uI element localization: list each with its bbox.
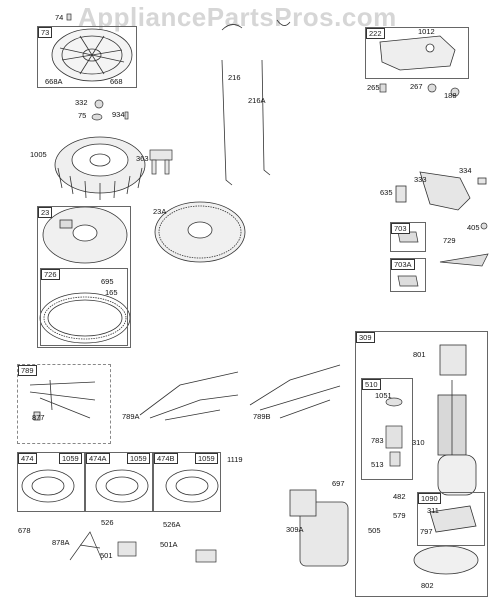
callout-526: 526 [101, 518, 114, 527]
callout-482: 482 [393, 492, 406, 501]
callout-334: 334 [459, 166, 472, 175]
group-box-222 [365, 27, 469, 79]
callout-216: 216 [228, 73, 241, 82]
solenoid-clips [397, 222, 489, 287]
group-label-474a: 474A [86, 453, 110, 464]
starter-drive [385, 397, 403, 467]
callout-789a: 789A [122, 412, 140, 421]
group-label-1059-a: 1059 [59, 453, 82, 464]
wiring-harness [29, 379, 96, 421]
callout-188: 188 [444, 91, 457, 100]
callout-789b: 789B [253, 412, 271, 421]
starter-motor-parts [413, 344, 479, 575]
small-hardware [379, 83, 460, 97]
starter-motor [289, 489, 349, 567]
bolt-icons [66, 13, 129, 121]
group-box-474a [85, 452, 153, 512]
callout-678: 678 [18, 526, 31, 535]
group-box-474 [17, 452, 85, 512]
group-label-510: 510 [362, 379, 381, 390]
harness-789a [139, 371, 239, 421]
group-label-73: 73 [38, 27, 53, 38]
callout-1051: 1051 [375, 391, 392, 400]
group-label-703a: 703A [391, 259, 415, 270]
group-label-1059-c: 1059 [195, 453, 218, 464]
group-label-726: 726 [41, 269, 60, 280]
flywheel-with-ring-gear [154, 201, 246, 263]
flywheel [42, 206, 128, 264]
callout-332: 332 [75, 98, 88, 107]
group-box-23 [37, 206, 131, 348]
group-label-789: 789 [18, 365, 37, 376]
callout-1005: 1005 [30, 150, 47, 159]
callout-797: 797 [420, 527, 433, 536]
alternator-coils [21, 469, 219, 503]
group-box-726 [40, 268, 128, 346]
group-label-1090: 1090 [418, 493, 441, 504]
callout-267: 267 [410, 82, 423, 91]
cooling-fan [54, 136, 146, 200]
callout-877: 877 [32, 413, 45, 422]
callout-75: 75 [78, 111, 87, 120]
group-label-309: 309 [356, 332, 375, 343]
rectifier-and-wires [69, 531, 217, 563]
group-label-23: 23 [38, 207, 53, 218]
group-label-222: 222 [366, 28, 385, 39]
governor-links [221, 19, 291, 186]
callout-363: 363 [136, 154, 149, 163]
callout-801: 801 [413, 350, 426, 359]
callout-23a: 23A [153, 207, 167, 216]
callout-74: 74 [55, 13, 64, 22]
group-box-510 [361, 378, 413, 480]
callout-783: 783 [371, 436, 384, 445]
callout-697: 697 [332, 479, 345, 488]
callout-668a: 668A [45, 77, 63, 86]
callout-405: 405 [467, 223, 480, 232]
callout-311: 311 [427, 506, 439, 515]
group-box-703 [390, 222, 426, 252]
harness-789b [249, 364, 341, 419]
ignition-bracket [149, 149, 173, 175]
callout-1119: 1119 [227, 455, 243, 464]
callout-501: 501 [100, 551, 113, 560]
callout-878a: 878A [52, 538, 70, 547]
group-box-309 [355, 331, 488, 597]
callout-333: 333 [414, 175, 427, 184]
group-box-73 [37, 26, 137, 88]
group-label-703: 703 [391, 223, 410, 234]
callout-513: 513 [371, 460, 384, 469]
group-label-474b: 474B [154, 453, 178, 464]
callout-729: 729 [443, 236, 456, 245]
callout-216a: 216A [248, 96, 266, 105]
control-bracket [379, 35, 456, 71]
callout-505: 505 [368, 526, 381, 535]
group-box-1090 [417, 492, 485, 546]
callout-165: 165 [105, 288, 118, 297]
group-box-474b [153, 452, 221, 512]
callout-265: 265 [367, 83, 380, 92]
callout-579: 579 [393, 511, 406, 520]
group-label-474: 474 [18, 453, 37, 464]
callout-695: 695 [101, 277, 114, 286]
callout-1012: 1012 [418, 27, 435, 36]
callout-635: 635 [380, 188, 393, 197]
group-label-1059-b: 1059 [127, 453, 150, 464]
flywheel-screen [51, 28, 133, 82]
callout-934: 934 [112, 110, 125, 119]
callout-309a: 309A [286, 525, 304, 534]
callout-310: 310 [412, 438, 425, 447]
ignition-armature [395, 171, 487, 211]
callout-668: 668 [110, 77, 123, 86]
group-box-703a [390, 258, 426, 292]
callout-526a: 526A [163, 520, 181, 529]
callout-802: 802 [421, 581, 434, 590]
group-box-789 [17, 364, 111, 444]
callout-501a: 501A [160, 540, 178, 549]
watermark: AppliancePartsPros.com [78, 2, 397, 32]
